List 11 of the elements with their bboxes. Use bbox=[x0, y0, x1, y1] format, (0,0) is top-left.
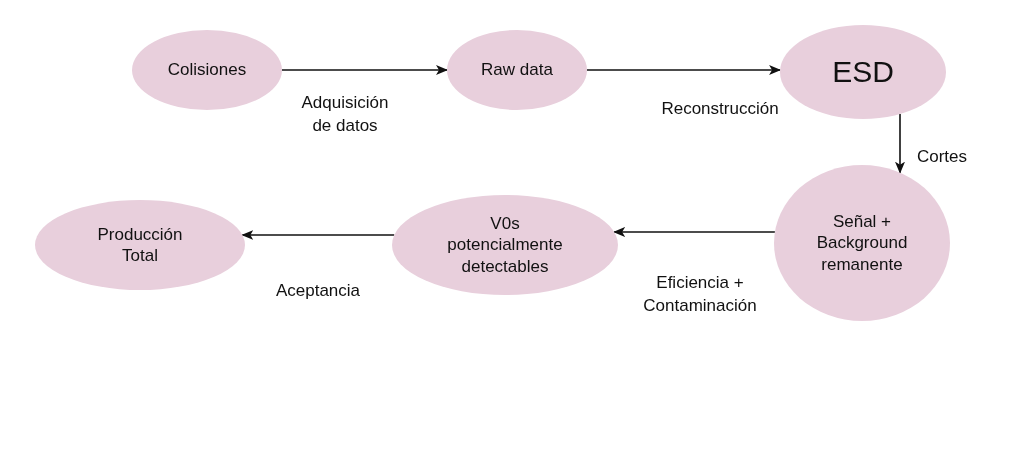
arrow bbox=[895, 113, 905, 174]
node-label: Raw data bbox=[481, 59, 553, 81]
arrow bbox=[281, 65, 448, 75]
arrow bbox=[586, 65, 782, 75]
node-label: Producción Total bbox=[97, 223, 183, 267]
node-label: Colisiones bbox=[167, 59, 247, 81]
arrow bbox=[613, 227, 776, 237]
node-label: ESD bbox=[832, 54, 894, 91]
node-label: V0s potencialmente detectables bbox=[447, 213, 563, 277]
node-label: Señal + Background remanente bbox=[816, 211, 908, 275]
arrow bbox=[241, 230, 396, 240]
